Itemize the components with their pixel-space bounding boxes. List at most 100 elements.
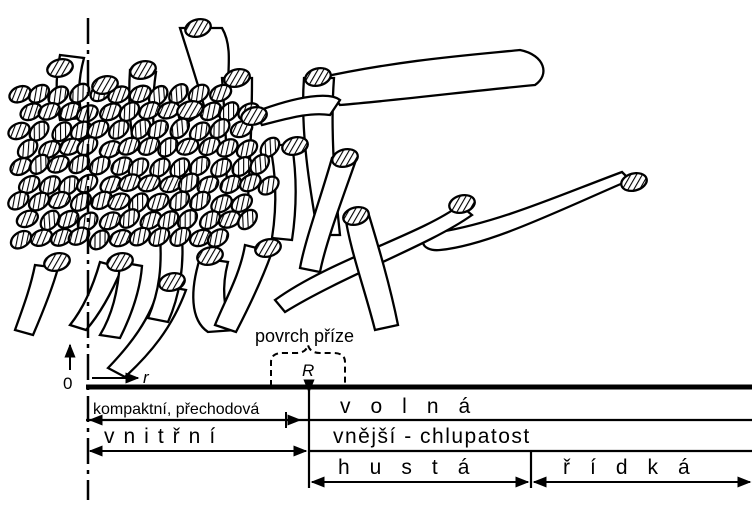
fiber-cross-section (219, 174, 242, 195)
fiber-cross-section (7, 190, 30, 211)
fiber-cross-section (56, 209, 80, 230)
fiber-cross-section (108, 119, 130, 140)
fiber-cross-section (15, 209, 39, 229)
fiber-cross-section (177, 172, 200, 193)
fiber-cross-section (8, 84, 32, 104)
yarn-surface-marker: povrch příze R (255, 326, 354, 394)
zone-loose-label: volná (340, 395, 490, 418)
fiber-cross-section (175, 137, 200, 156)
fiber-strand (298, 156, 358, 274)
fiber-cross-section (210, 194, 233, 214)
fiber-cross-section (198, 136, 221, 157)
fiber-cross-section (69, 191, 93, 212)
zone-sparse-label: řídká (563, 456, 710, 479)
fiber-cross-section (146, 192, 170, 212)
fiber-cross-section (117, 136, 141, 156)
fiber-cross-section (16, 138, 39, 160)
fiber-cross-section (137, 174, 161, 193)
fiber-strand (68, 260, 124, 332)
fiber-cross-section (43, 251, 71, 273)
fiber-cross-section (209, 118, 231, 139)
fiber-cross-section (281, 135, 309, 157)
fiber-cross-section (106, 251, 134, 273)
fiber-cross-section (69, 120, 93, 141)
fiber-cross-section (118, 208, 141, 229)
fiber-cross-section (254, 237, 282, 259)
fiber-cross-section (342, 205, 370, 227)
fiber-strand (253, 94, 342, 127)
fiber-cross-section (168, 190, 191, 212)
fiber-cross-section (99, 102, 123, 122)
fiber-cross-section (27, 191, 51, 212)
fiber-cross-section (257, 175, 280, 196)
fiber-strand (13, 263, 60, 337)
fiber-cross-section (90, 190, 113, 211)
radius-mark-label: R (302, 361, 314, 380)
fiber-cross-section (158, 271, 186, 293)
row-compact-loose: kompaktní, přechodová volná (86, 395, 752, 428)
fiber-cross-section (46, 154, 70, 174)
fiber-cross-section (147, 119, 170, 140)
fiber-cross-section (217, 210, 242, 229)
fiber-cross-section (230, 193, 254, 214)
fiber-cross-section (46, 57, 74, 79)
fiber-cross-section (51, 121, 73, 143)
fiber-cross-section (249, 153, 271, 176)
fiber-cross-section (235, 139, 259, 159)
fiber-cross-section (128, 226, 152, 247)
fiber-cross-section (137, 136, 161, 156)
fiber-cross-section (107, 192, 131, 211)
fiber-cross-section (196, 245, 224, 267)
fiber-cross-section (240, 105, 268, 127)
fiber-cross-section (129, 59, 157, 81)
fiber-cross-section (17, 174, 41, 195)
fiber-cross-section (176, 209, 199, 231)
fiber-cross-section (237, 208, 258, 231)
fiber-cross-section (76, 173, 99, 194)
zone-outer-label: vnější - chlupatost (333, 425, 531, 448)
fiber-cross-section (37, 101, 61, 121)
fiber-cross-section (118, 101, 141, 123)
fiber-cross-section (209, 83, 233, 103)
fiber-cross-section (88, 155, 111, 176)
fiber-cross-section (620, 171, 648, 193)
fiber-cross-section (304, 66, 332, 88)
fiber-cross-section (58, 101, 82, 122)
fiber-cross-section (223, 67, 251, 89)
fiber-cross-section (9, 157, 33, 177)
fiber-cross-section (47, 190, 72, 210)
fiber-cross-section (139, 210, 163, 231)
fiber-cross-section (91, 74, 119, 96)
fiber-cross-section (9, 229, 33, 250)
fiber-cross-section (128, 84, 152, 104)
fiber-cross-section (210, 157, 233, 178)
zone-inner-label: vnitřní (104, 425, 224, 448)
r-axis-label: r (143, 368, 150, 387)
fiber-cross-section (138, 101, 162, 121)
fiber-cross-section (88, 229, 110, 251)
fiber-cross-section (448, 193, 476, 215)
fiber-cross-section (148, 226, 171, 247)
fiber-cross-section (157, 210, 180, 231)
origin-label: 0 (63, 374, 72, 393)
fiber-cross-section (216, 138, 239, 158)
fiber-cross-section (38, 175, 62, 196)
fiber-cross-section (7, 121, 31, 141)
fiber-cross-section (206, 228, 230, 248)
zone-dense-label: hustá (338, 456, 489, 479)
fiber-cross-section (189, 190, 211, 212)
fiber-cross-section (27, 83, 51, 104)
fiber-cross-section (184, 17, 212, 39)
fiber-cross-section (28, 153, 50, 175)
fiber-cross-section (176, 99, 204, 121)
fiber-strand (343, 210, 400, 332)
fiber-strand (315, 48, 545, 107)
fiber-cross-section (169, 226, 192, 247)
surface-label: povrch příze (255, 326, 354, 346)
fiber-cross-section (98, 211, 122, 231)
fiber-cross-section (196, 175, 220, 195)
fiber-strand (213, 243, 274, 334)
fiber-cross-section (198, 210, 222, 231)
fiber-bundle (7, 17, 648, 379)
